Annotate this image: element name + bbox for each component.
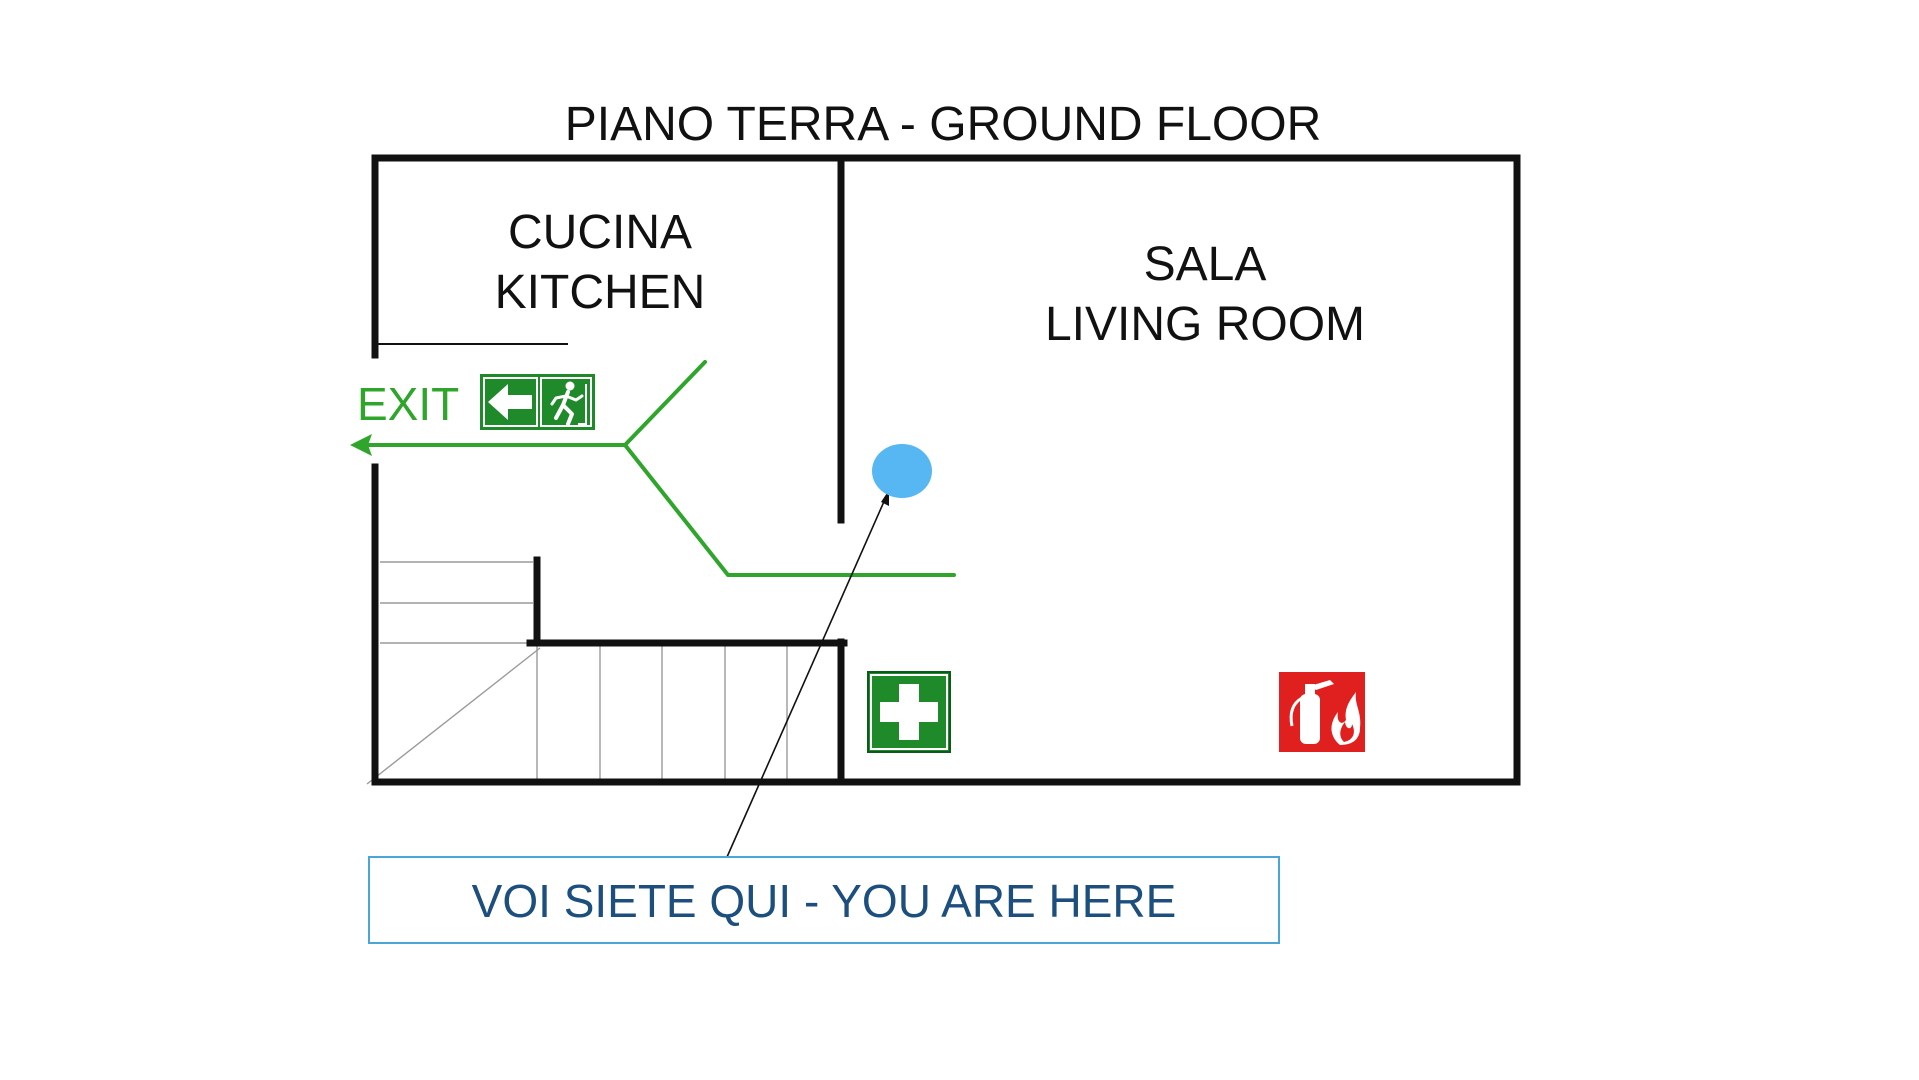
fire-extinguisher-icon [1279, 672, 1365, 752]
location-dot-icon [872, 444, 932, 498]
you-are-here-box [368, 856, 1280, 944]
exit-label: EXIT [357, 378, 459, 430]
kitchen-label-it: CUCINA [508, 206, 692, 259]
first-aid-icon [867, 671, 951, 753]
walls [371, 154, 1521, 786]
staircase [366, 561, 788, 785]
living-label-it: SALA [1144, 238, 1267, 291]
escape-route [350, 360, 956, 577]
you-are-here-label: VOI SIETE QUI - YOU ARE HERE [472, 875, 1177, 927]
kitchen-label-en: KITCHEN [495, 266, 706, 319]
living-label-en: LIVING ROOM [1045, 298, 1365, 351]
exit-arrow-running-man-icon [480, 374, 595, 430]
route-arrow-icon [350, 434, 372, 456]
you-are-here-pointer [726, 496, 887, 858]
page-title: PIANO TERRA - GROUND FLOOR [565, 98, 1322, 151]
